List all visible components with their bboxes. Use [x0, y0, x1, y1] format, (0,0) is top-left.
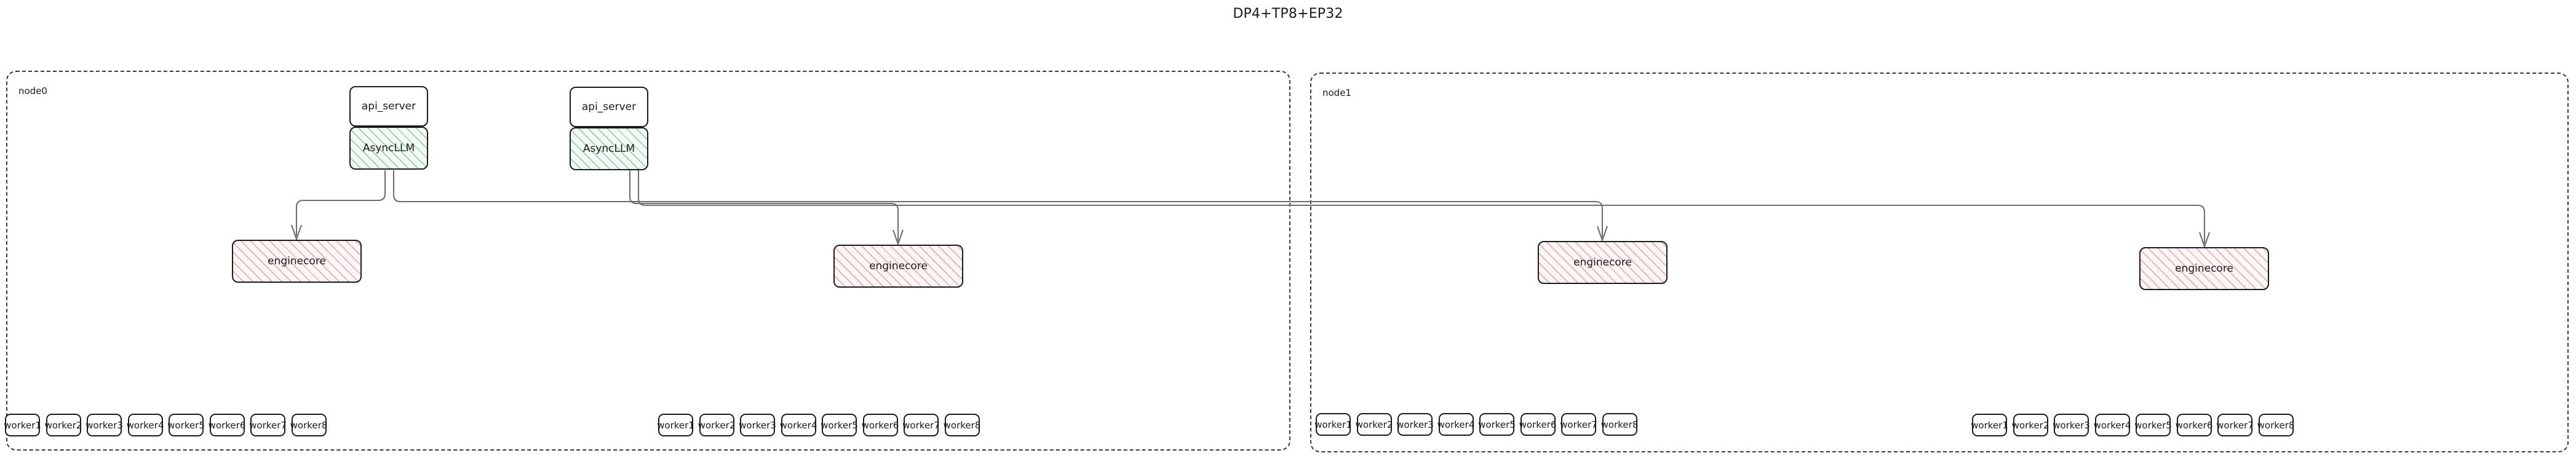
- arrowhead-enginecore3: [1597, 226, 1608, 243]
- worker-label: worker8: [1600, 419, 1639, 430]
- worker-box[interactable]: worker6: [1519, 413, 1557, 436]
- api-server-label-1: api_server: [361, 100, 416, 112]
- worker-label: worker1: [1314, 419, 1352, 430]
- worker-box[interactable]: worker3: [2053, 414, 2090, 436]
- enginecore-box-2[interactable]: enginecore: [833, 245, 963, 288]
- worker-label: worker7: [249, 419, 287, 431]
- worker-label: worker5: [821, 419, 858, 431]
- asyncllm-label-1: AsyncLLM: [362, 142, 415, 154]
- worker-box[interactable]: worker3: [85, 414, 123, 436]
- worker-label: worker1: [4, 419, 41, 431]
- worker-box[interactable]: worker5: [821, 414, 858, 436]
- worker-box[interactable]: worker1: [657, 414, 694, 436]
- worker-label: worker5: [167, 419, 205, 431]
- edge-asyncllm1-to-enginecore3: [392, 170, 1604, 237]
- worker-label: worker4: [2093, 419, 2131, 431]
- worker-box[interactable]: worker8: [2257, 414, 2295, 436]
- worker-label: worker4: [1437, 419, 1475, 430]
- enginecore-label-1: enginecore: [268, 255, 326, 267]
- worker-label: worker8: [2257, 419, 2295, 431]
- asyncllm-label-2: AsyncLLM: [582, 143, 635, 155]
- worker-label: worker6: [1519, 419, 1557, 430]
- worker-box[interactable]: worker8: [943, 414, 981, 436]
- cluster-node0-label: node0: [18, 85, 47, 97]
- worker-box[interactable]: worker2: [2011, 414, 2049, 436]
- worker-label: worker1: [1971, 419, 2008, 431]
- worker-box[interactable]: worker8: [290, 414, 328, 436]
- cluster-node0: [6, 71, 1290, 451]
- worker-label: worker5: [1478, 419, 1516, 430]
- worker-label: worker3: [2053, 419, 2090, 431]
- worker-label: worker2: [2011, 419, 2049, 431]
- worker-box[interactable]: worker5: [167, 414, 205, 436]
- enginecore-label-3: enginecore: [1573, 256, 1632, 269]
- worker-box[interactable]: worker1: [1971, 414, 2008, 436]
- arrowhead-enginecore1: [291, 224, 302, 242]
- worker-label: worker5: [2134, 419, 2172, 431]
- worker-label: worker7: [902, 419, 940, 431]
- enginecore-box-1[interactable]: enginecore: [232, 240, 362, 283]
- worker-box[interactable]: worker4: [1437, 413, 1475, 436]
- asyncllm-box-1[interactable]: AsyncLLM: [349, 127, 428, 170]
- api-server-label-2: api_server: [581, 101, 637, 113]
- worker-label: worker3: [85, 419, 123, 431]
- worker-box[interactable]: worker4: [779, 414, 817, 436]
- enginecore-label-4: enginecore: [2175, 262, 2233, 275]
- edge-asyncllm1-to-enginecore1: [295, 170, 386, 236]
- worker-box[interactable]: worker1: [4, 414, 41, 436]
- arrowhead-enginecore4: [2199, 232, 2210, 249]
- worker-label: worker6: [2175, 419, 2213, 431]
- enginecore-label-2: enginecore: [869, 260, 928, 272]
- asyncllm-box-2[interactable]: AsyncLLM: [570, 127, 648, 170]
- worker-box[interactable]: worker7: [902, 414, 940, 436]
- worker-box[interactable]: worker4: [2093, 414, 2131, 436]
- worker-label: worker3: [1396, 419, 1434, 430]
- worker-label: worker7: [1560, 419, 1597, 430]
- api-server-box-1[interactable]: api_server: [349, 86, 428, 127]
- edge-asyncllm2-to-enginecore4: [637, 170, 2206, 243]
- edge-asyncllm2-to-enginecore2: [629, 170, 899, 241]
- worker-label: worker4: [126, 419, 164, 431]
- arrowhead-enginecore2: [892, 229, 904, 246]
- worker-box[interactable]: worker5: [2134, 414, 2172, 436]
- worker-box[interactable]: worker5: [1478, 413, 1516, 436]
- worker-label: worker2: [1355, 419, 1393, 430]
- worker-box[interactable]: worker7: [249, 414, 287, 436]
- worker-label: worker7: [2216, 419, 2254, 431]
- worker-label: worker2: [698, 419, 736, 431]
- api-server-box-2[interactable]: api_server: [570, 87, 648, 127]
- worker-box[interactable]: worker2: [1355, 413, 1393, 436]
- worker-label: worker8: [290, 419, 328, 431]
- page-title: DP4+TP8+EP32: [1233, 6, 1343, 22]
- worker-box[interactable]: worker2: [44, 414, 82, 436]
- worker-box[interactable]: worker8: [1600, 413, 1639, 436]
- worker-label: worker6: [861, 419, 899, 431]
- worker-label: worker3: [739, 419, 776, 431]
- worker-box[interactable]: worker7: [1560, 413, 1597, 436]
- worker-box[interactable]: worker1: [1314, 413, 1352, 436]
- cluster-node1: [1310, 73, 2569, 452]
- worker-box[interactable]: worker3: [1396, 413, 1434, 436]
- worker-label: worker2: [44, 419, 82, 431]
- worker-box[interactable]: worker6: [208, 414, 246, 436]
- worker-label: worker4: [779, 419, 817, 431]
- worker-label: worker6: [208, 419, 246, 431]
- enginecore-box-4[interactable]: enginecore: [2139, 247, 2269, 290]
- worker-box[interactable]: worker4: [126, 414, 164, 436]
- enginecore-box-3[interactable]: enginecore: [1538, 241, 1668, 284]
- worker-box[interactable]: worker3: [739, 414, 776, 436]
- worker-box[interactable]: worker6: [861, 414, 899, 436]
- worker-box[interactable]: worker7: [2216, 414, 2254, 436]
- worker-box[interactable]: worker6: [2175, 414, 2213, 436]
- worker-label: worker1: [657, 419, 694, 431]
- worker-box[interactable]: worker2: [698, 414, 736, 436]
- cluster-node1-label: node1: [1322, 87, 1351, 98]
- worker-label: worker8: [943, 419, 981, 431]
